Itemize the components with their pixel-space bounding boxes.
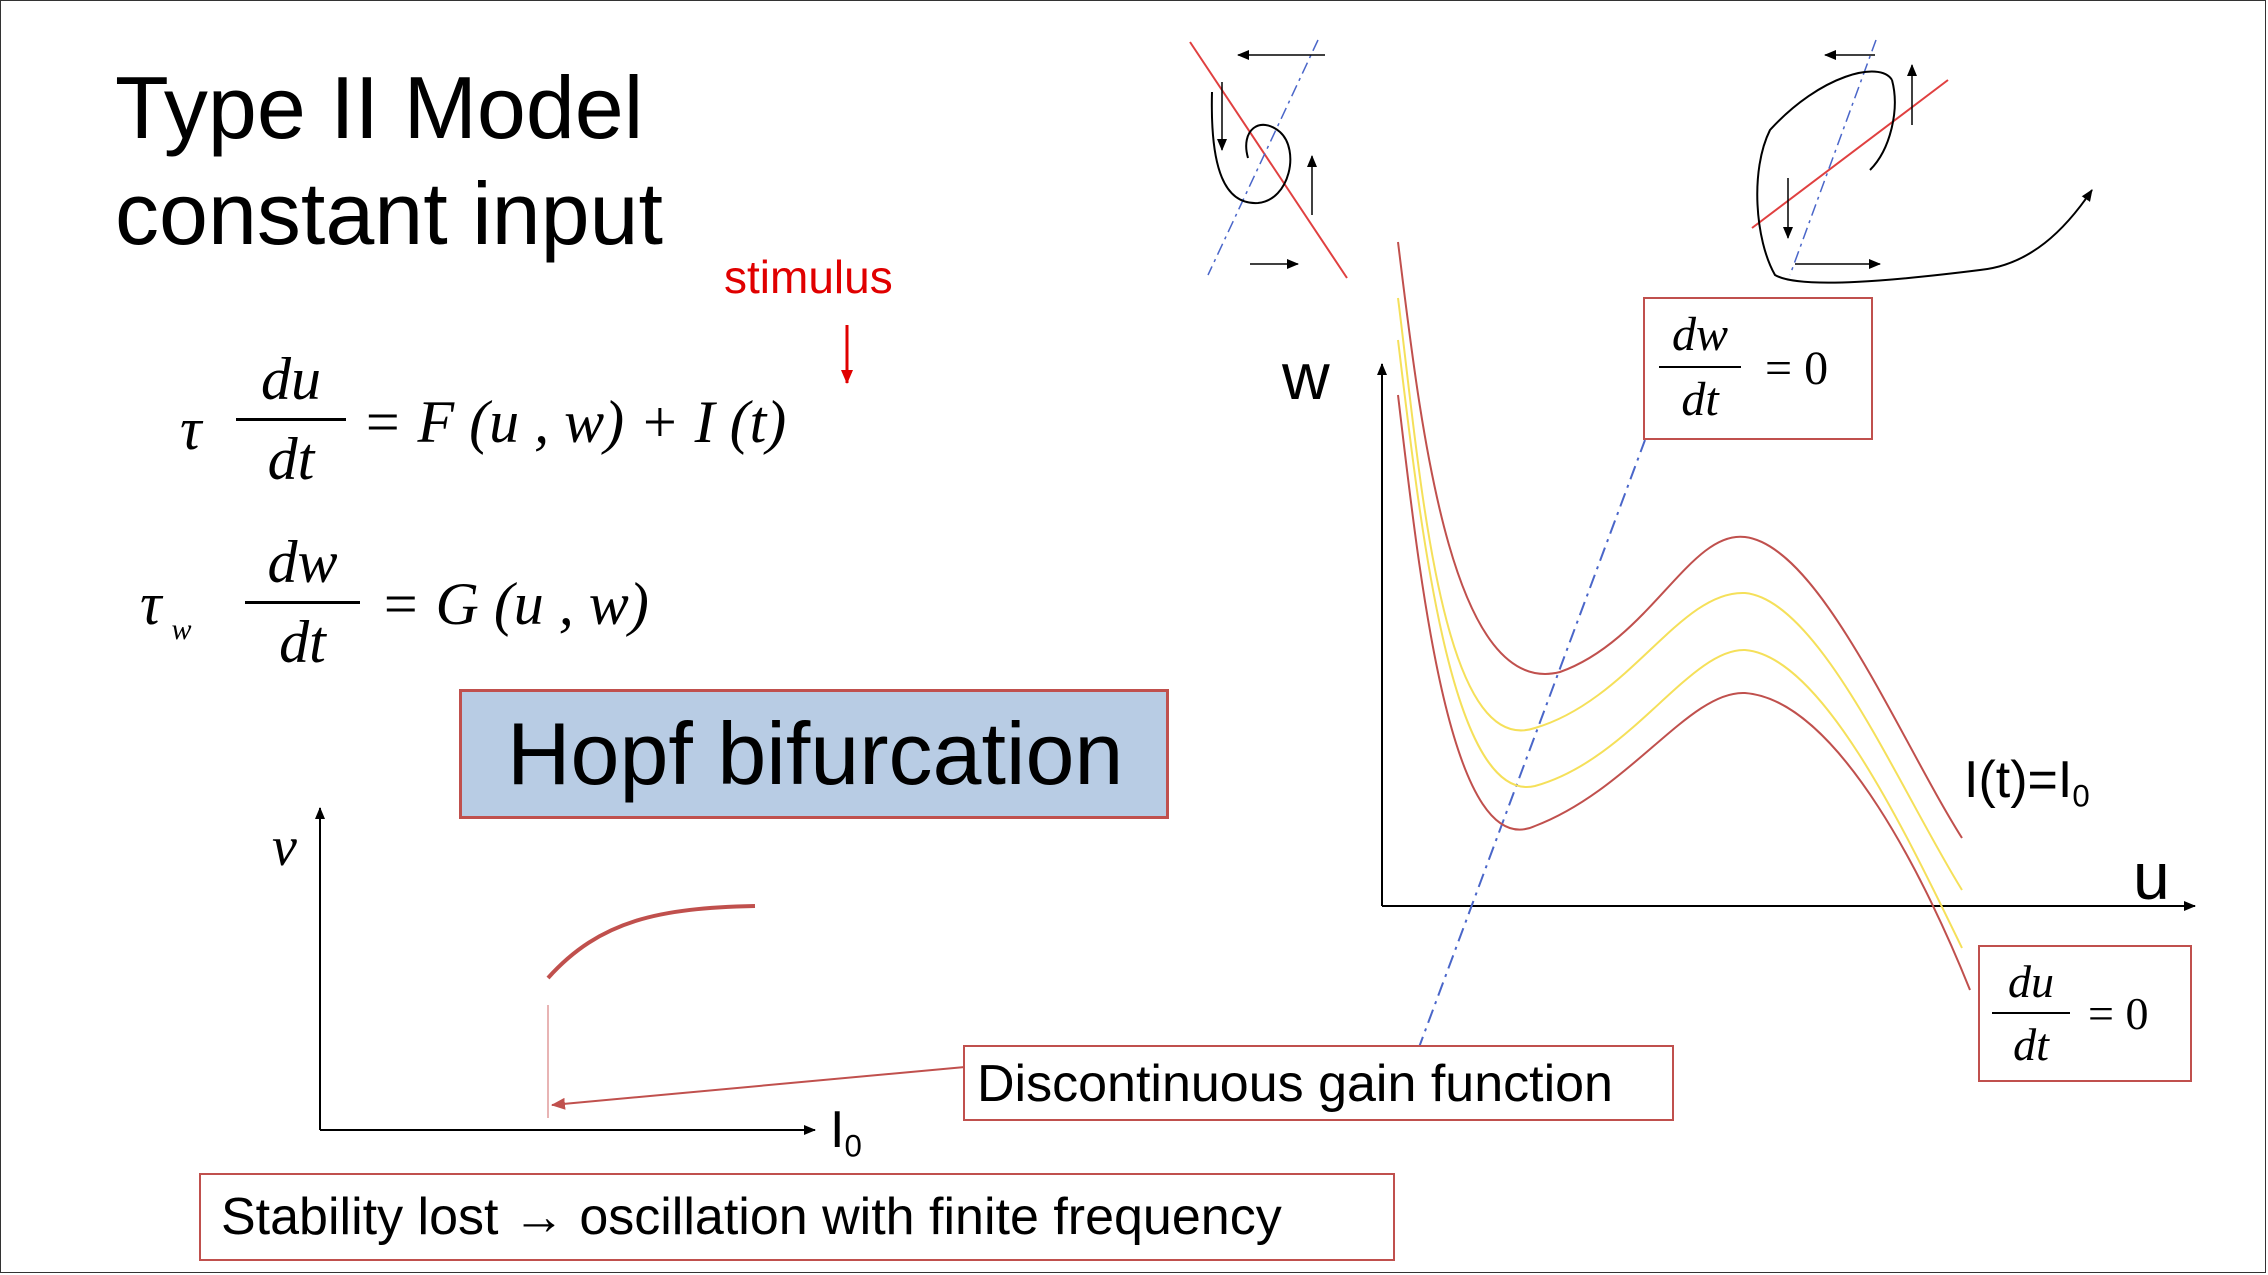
discontinuous-gain-box: Discontinuous gain function	[963, 1045, 1674, 1121]
dw-dt-fraction: dw dt	[245, 528, 360, 677]
stimulus-label: stimulus	[724, 251, 893, 303]
fraction-bar	[245, 601, 360, 604]
du-dt-fraction: du dt	[236, 345, 346, 494]
tau-symbol-2: τ	[140, 571, 162, 637]
phase-w-label: w	[1282, 339, 1330, 413]
fraction-numerator: du	[2008, 956, 2054, 1007]
fraction-denominator: dt	[1681, 373, 1719, 426]
equation-1-rhs: = F (u , w) + I (t)	[362, 389, 787, 455]
title-line-1: Type II Model	[115, 58, 644, 157]
fraction-denominator: dt	[267, 426, 315, 492]
gain-x-label-sub: 0	[844, 1128, 862, 1164]
stability-lost-box: Stability lost → oscillation with finite…	[199, 1173, 1395, 1261]
thumb-w-nullcline	[1789, 39, 1877, 276]
stable-portrait-thumbnail	[1189, 39, 1348, 279]
equation-2-rhs: = G (u , w)	[380, 571, 649, 637]
thumb-limit-cycle	[1756, 70, 2093, 284]
callout-arrow	[551, 1066, 966, 1110]
w-nullcline-fraction: dw dt	[1659, 307, 1741, 427]
tau-subscript: w	[171, 613, 192, 646]
fraction-numerator: dw	[1671, 308, 1728, 361]
input-label-sub: 0	[2072, 778, 2090, 814]
u-nullcline-bottom	[1397, 394, 1971, 991]
thumb-u-nullcline	[1189, 41, 1348, 279]
input-label: I(t)=I0	[1964, 750, 2090, 814]
w-nullcline-line	[1417, 439, 1646, 1051]
limit-cycle-thumbnail	[1751, 39, 2093, 284]
fraction-numerator: du	[261, 346, 321, 412]
thumb-limit-cycle	[1869, 79, 1896, 171]
gain-y-label: ν	[272, 816, 297, 878]
gain-x-label: I0	[830, 1100, 862, 1164]
phase-u-label: u	[2133, 839, 2170, 913]
hopf-bifurcation-box: Hopf bifurcation	[459, 689, 1169, 819]
tau-symbol-1: τ	[180, 396, 202, 462]
fraction-denominator: dt	[2013, 1019, 2049, 1070]
u-nullcline-fraction: du dt	[1992, 955, 2070, 1071]
u-nullcline-top	[1397, 241, 1963, 839]
fraction-bar	[1659, 366, 1741, 368]
w-nullcline-box: dw dt = 0	[1643, 297, 1873, 440]
thumb-w-nullcline	[1207, 39, 1319, 276]
slide-title: Type II Model constant input	[115, 55, 663, 267]
u-nullcline-rhs: = 0	[2088, 988, 2149, 1039]
gain-x-label-text: I	[830, 1101, 845, 1159]
u-nullcline-box: du dt = 0	[1978, 945, 2192, 1082]
fraction-numerator: dw	[267, 529, 338, 595]
u-nullcline-yellow-1	[1397, 297, 1963, 891]
input-label-text: I(t)=I	[1964, 751, 2073, 809]
thumb-u-nullcline	[1751, 79, 1949, 229]
gain-curve	[546, 904, 756, 980]
thumb-spiral	[1210, 91, 1292, 205]
u-nullcline-yellow-2	[1397, 339, 1963, 949]
title-line-2: constant input	[115, 164, 663, 263]
w-nullcline-rhs: = 0	[1765, 342, 1829, 395]
fraction-denominator: dt	[279, 609, 326, 675]
fraction-bar	[236, 418, 346, 421]
fraction-bar	[1992, 1012, 2070, 1014]
